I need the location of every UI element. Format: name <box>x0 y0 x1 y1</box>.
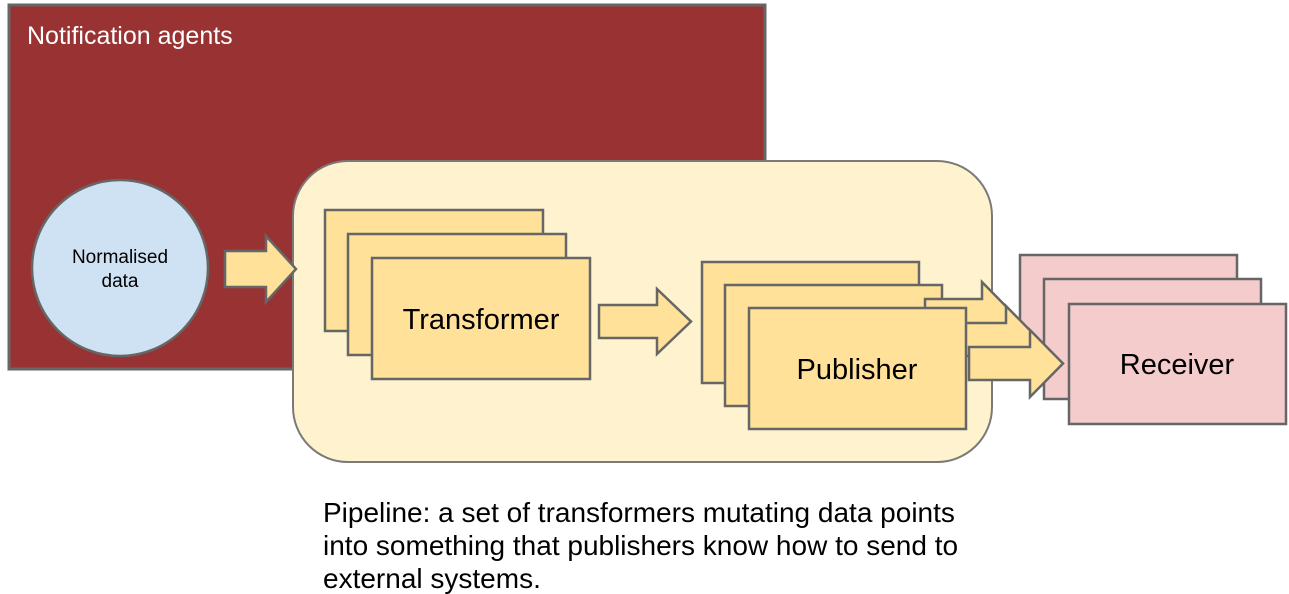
flow-arrow-to-transformer <box>223 232 298 306</box>
normalised-data-circle <box>30 178 210 358</box>
flow-arrow-to-publisher <box>597 286 693 357</box>
caption-line-3: external systems. <box>323 563 541 594</box>
caption-line-1: Pipeline: a set of transformers mutating… <box>323 497 955 528</box>
transformer-card-front <box>370 256 592 381</box>
receiver-label: Receiver <box>1120 349 1235 381</box>
publisher-label: Publisher <box>797 354 918 386</box>
receiver-card-front <box>1067 302 1288 426</box>
caption-line-2: into something that publishers know how … <box>323 530 958 561</box>
publisher-card-front <box>747 306 968 431</box>
normalised-data-label-line2: data <box>102 271 139 292</box>
flow-arrow-to-receiver-front <box>967 326 1065 401</box>
transformer-label: Transformer <box>403 304 560 336</box>
normalised-data-label-line1: Normalised <box>72 247 168 268</box>
notification-agents-label: Notification agents <box>27 22 233 50</box>
